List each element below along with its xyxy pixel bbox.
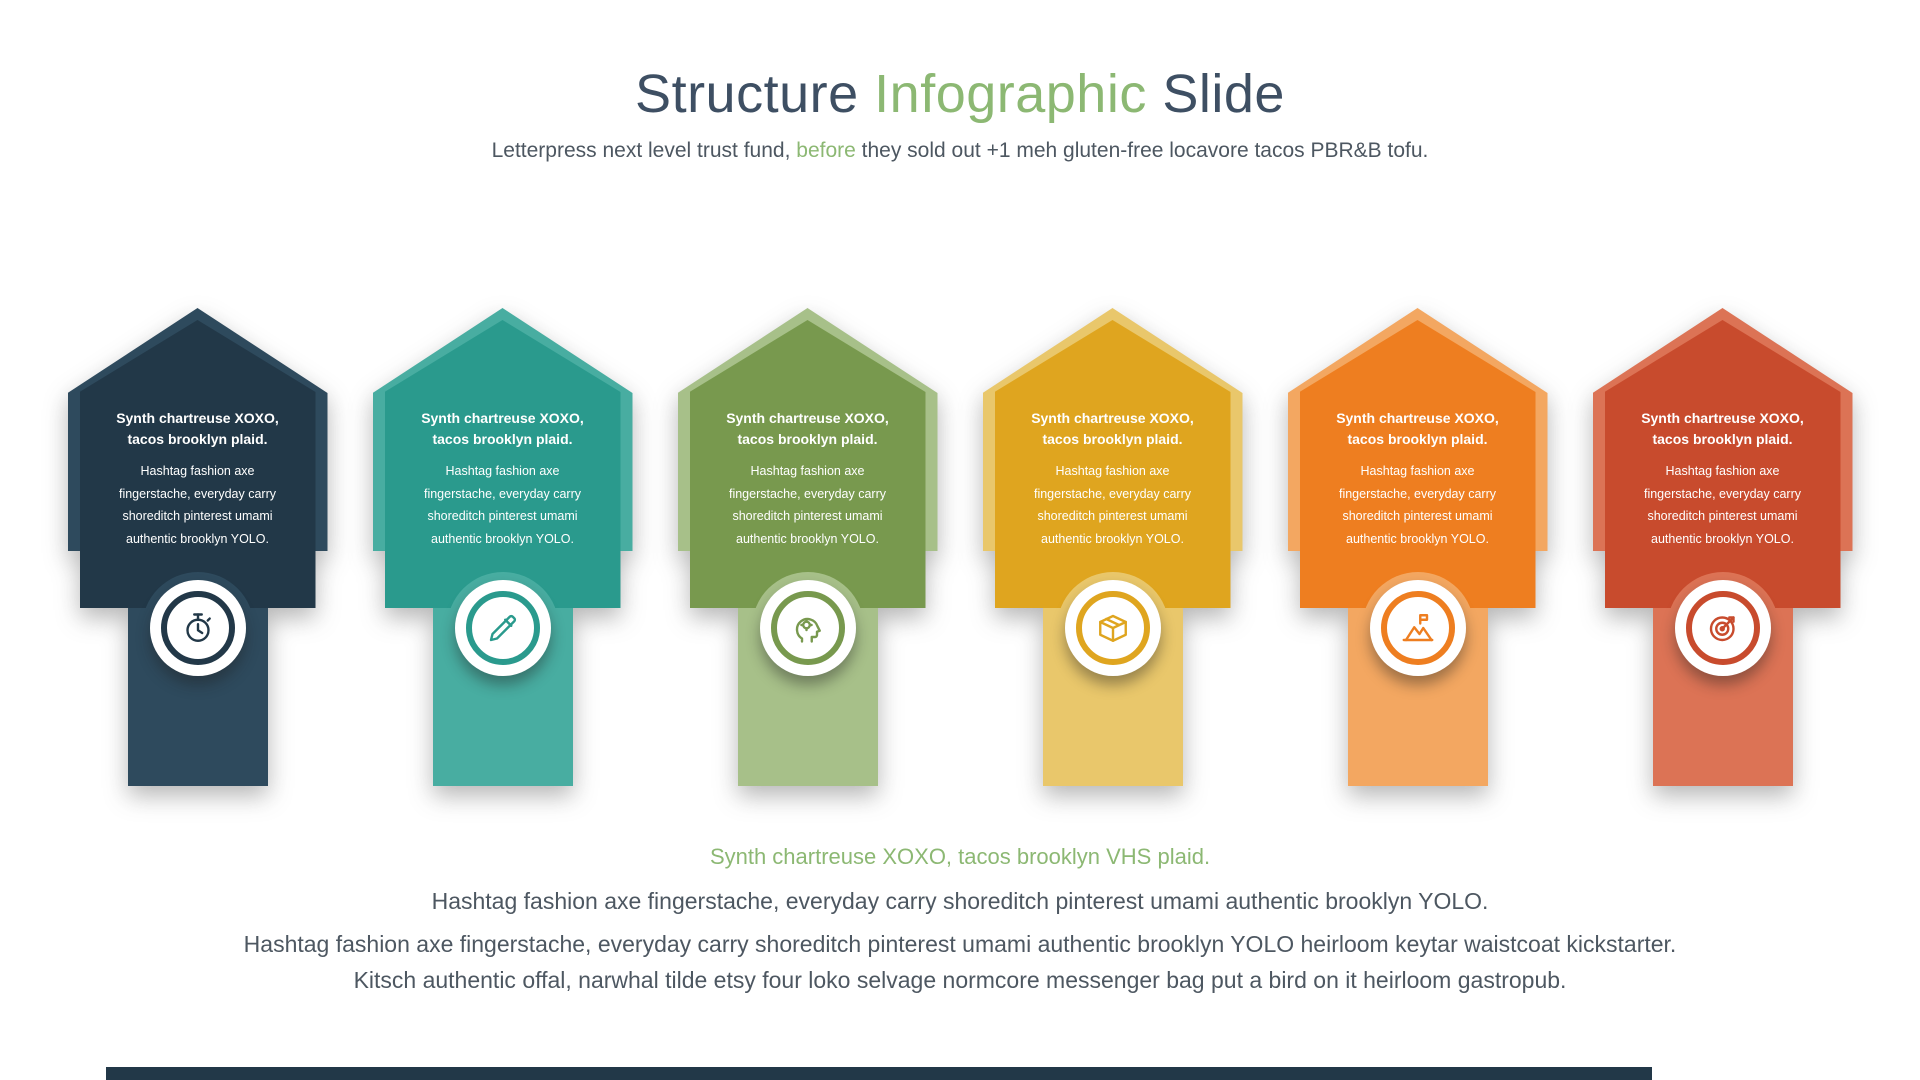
card-title: Synth chartreuse XOXO, tacos brooklyn pl… (726, 410, 889, 447)
card-arrow-inner: Synth chartreuse XOXO, tacos brooklyn pl… (79, 320, 316, 608)
head-gear-icon (790, 610, 826, 646)
page-title: Structure Infographic Slide (0, 62, 1920, 127)
subtitle-pre: Letterpress next level trust fund, (491, 138, 791, 162)
card-body: Hashtag fashion axe fingerstache, everyd… (118, 464, 276, 546)
card-icon-badge (454, 580, 551, 676)
step-card-5: Synth chartreuse XOXO, tacos brooklyn pl… (1287, 308, 1548, 786)
card-body: Hashtag fashion axe fingerstache, everyd… (1338, 464, 1496, 546)
step-card-6: Synth chartreuse XOXO, tacos brooklyn pl… (1592, 308, 1853, 786)
card-title: Synth chartreuse XOXO, tacos brooklyn pl… (1336, 410, 1499, 447)
card-shape: Synth chartreuse XOXO, tacos brooklyn pl… (67, 308, 328, 786)
title-part-2: Slide (1162, 64, 1285, 124)
card-body: Hashtag fashion axe fingerstache, everyd… (728, 464, 886, 546)
subtitle-accent: before (796, 138, 856, 162)
card-title: Synth chartreuse XOXO, tacos brooklyn pl… (116, 410, 279, 447)
card-body: Hashtag fashion axe fingerstache, everyd… (423, 464, 581, 546)
card-icon-badge (1064, 580, 1161, 676)
subtitle-post: they sold out +1 meh gluten-free locavor… (861, 138, 1429, 162)
card-icon-badge (149, 580, 246, 676)
page-subtitle: Letterpress next level trust fund, befor… (0, 139, 1920, 163)
card-icon-ring (160, 591, 235, 665)
title-part-1: Structure (635, 64, 859, 124)
card-icon-ring (465, 591, 540, 665)
card-title: Synth chartreuse XOXO, tacos brooklyn pl… (1641, 410, 1804, 447)
card-shape: Synth chartreuse XOXO, tacos brooklyn pl… (982, 308, 1243, 786)
footer-bar (106, 1067, 1652, 1080)
card-icon-ring (1685, 591, 1760, 665)
card-arrow-inner: Synth chartreuse XOXO, tacos brooklyn pl… (1299, 320, 1536, 608)
step-card-1: Synth chartreuse XOXO, tacos brooklyn pl… (67, 308, 328, 786)
title-accent: Infographic (874, 64, 1147, 124)
card-icon-ring (770, 591, 845, 665)
step-card-3: Synth chartreuse XOXO, tacos brooklyn pl… (677, 308, 938, 786)
stopwatch-icon (180, 610, 216, 646)
card-icon-ring (1075, 591, 1150, 665)
card-shape: Synth chartreuse XOXO, tacos brooklyn pl… (1592, 308, 1853, 786)
package-idea-icon (1095, 610, 1131, 646)
footer-line-2: Hashtag fashion axe fingerstache, everyd… (431, 888, 1489, 914)
card-shape: Synth chartreuse XOXO, tacos brooklyn pl… (1287, 308, 1548, 786)
card-title: Synth chartreuse XOXO, tacos brooklyn pl… (421, 410, 584, 447)
card-icon-badge (1369, 580, 1466, 676)
card-shape: Synth chartreuse XOXO, tacos brooklyn pl… (677, 308, 938, 786)
card-icon-badge (1674, 580, 1771, 676)
header: Structure Infographic Slide Letterpress … (0, 62, 1920, 163)
card-title: Synth chartreuse XOXO, tacos brooklyn pl… (1031, 410, 1194, 447)
steps-row: Synth chartreuse XOXO, tacos brooklyn pl… (0, 308, 1920, 786)
card-body: Hashtag fashion axe fingerstache, everyd… (1033, 464, 1191, 546)
card-icon-ring (1380, 591, 1455, 665)
card-body: Hashtag fashion axe fingerstache, everyd… (1643, 464, 1801, 546)
target-arrow-icon (1705, 610, 1741, 646)
card-shape: Synth chartreuse XOXO, tacos brooklyn pl… (372, 308, 633, 786)
mountain-flag-icon (1400, 610, 1436, 646)
footer-line-3: Hashtag fashion axe fingerstache, everyd… (243, 931, 1677, 993)
step-card-2: Synth chartreuse XOXO, tacos brooklyn pl… (372, 308, 633, 786)
card-arrow-inner: Synth chartreuse XOXO, tacos brooklyn pl… (994, 320, 1231, 608)
footer-highlight-line: Synth chartreuse XOXO, tacos brooklyn VH… (709, 844, 1211, 869)
footer-text-block: Synth chartreuse XOXO, tacos brooklyn VH… (0, 844, 1920, 998)
step-card-4: Synth chartreuse XOXO, tacos brooklyn pl… (982, 308, 1243, 786)
card-icon-badge (759, 580, 856, 676)
pencil-design-icon (485, 610, 521, 646)
card-arrow-inner: Synth chartreuse XOXO, tacos brooklyn pl… (1604, 320, 1841, 608)
